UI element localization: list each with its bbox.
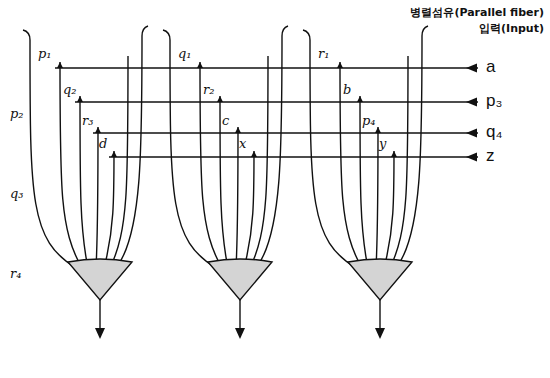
synapse-label: d [99,136,107,152]
input-arrowheads [466,64,477,162]
synapse-label: b [343,82,351,98]
purkinje-cell [303,26,428,339]
input-label: a [486,57,495,77]
input-label: q₄ [486,122,502,142]
synapse-label: r₂ [203,82,214,98]
synapse-label: p₄ [362,113,376,129]
synapse-label: r₃ [82,113,93,129]
label: p₂ [10,106,24,122]
input-label: p₃ [486,91,502,111]
synapse-label: q₂ [63,82,77,98]
synapse-label: r₁ [318,46,329,62]
label: q₃ [10,186,24,202]
header-label: 병렬섬유(Parallel fiber) [410,6,544,20]
purkinje-cell [23,26,148,339]
purkinje-cell [163,26,288,339]
synapse-label: c [222,113,229,129]
synapse-label: p₁ [38,46,52,62]
header-label: 입력(Input) [479,22,544,36]
input-label: z [486,146,495,166]
synapse-label: y [379,136,386,152]
synapse-label: q₁ [178,46,192,62]
label: r₄ [10,266,21,282]
parallel-fibers [55,68,478,157]
synapse-label: x [239,136,246,152]
